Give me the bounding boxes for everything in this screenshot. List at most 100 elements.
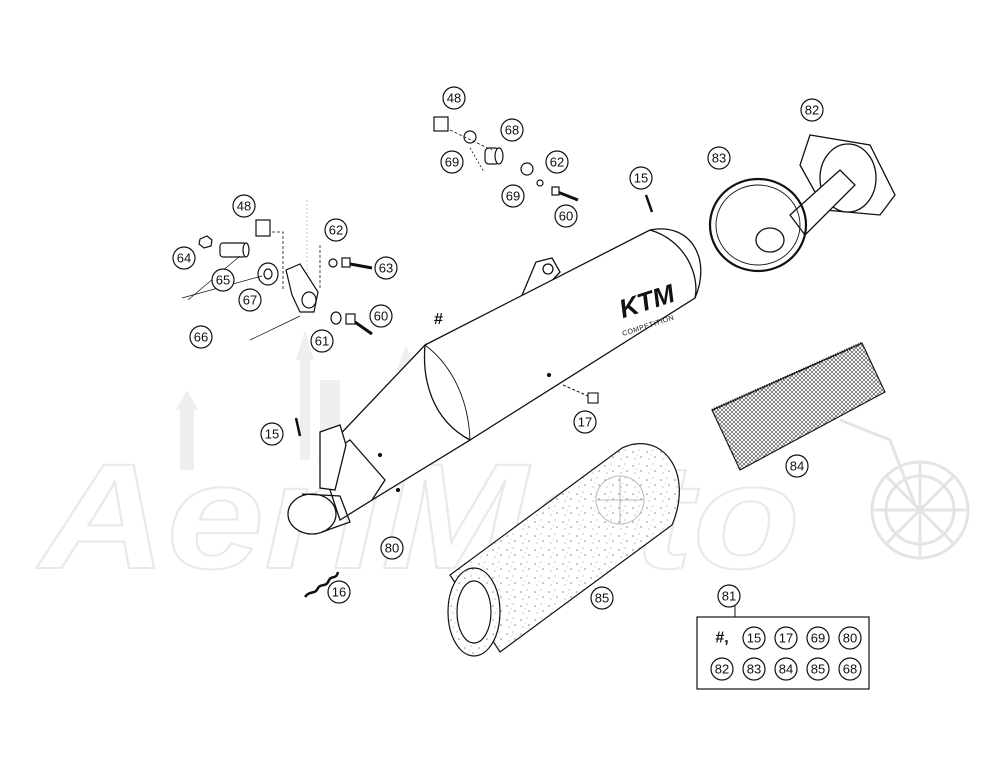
callout-label: 85 xyxy=(595,591,609,606)
kit-item-#: #, xyxy=(715,630,728,647)
callout-circle xyxy=(369,304,393,328)
kit-item-83: 83 xyxy=(742,657,766,681)
callout-label: 60 xyxy=(559,209,573,224)
kit-item-label: 17 xyxy=(779,631,793,646)
callout-69: 69 xyxy=(501,184,525,208)
callout-label: 61 xyxy=(315,334,329,349)
kit-item-label: 15 xyxy=(747,631,761,646)
callout-circle xyxy=(717,584,741,608)
kit-item-label: 80 xyxy=(843,631,857,646)
kit-item-label: 82 xyxy=(715,662,729,677)
main-muffler-hash-label: # xyxy=(434,311,443,328)
callout-label: 48 xyxy=(447,91,461,106)
callout-circle xyxy=(232,194,256,218)
callout-label: 15 xyxy=(634,171,648,186)
mount-hardware-upper xyxy=(433,116,579,202)
callout-label: 83 xyxy=(712,151,726,166)
callout-circle xyxy=(327,580,351,604)
callout-64: 64 xyxy=(172,246,196,270)
kit-item-label: 68 xyxy=(843,662,857,677)
kit-item-circle xyxy=(774,657,798,681)
callout-67: 67 xyxy=(238,288,262,312)
callout-circle xyxy=(800,98,824,122)
callout-circle xyxy=(380,536,404,560)
callout-circle xyxy=(211,268,235,292)
callout-label: 62 xyxy=(550,155,564,170)
kit-item-circle xyxy=(838,626,862,650)
callout-60: 60 xyxy=(369,304,393,328)
callout-label: 17 xyxy=(578,415,592,430)
callout-circle xyxy=(238,288,262,312)
callout-group: 48 68 69 62 69 60 15 82 83 48 62 64 63 65 67 60 66 61 17 15… xyxy=(172,86,824,610)
callout-circle xyxy=(310,329,334,353)
callout-83: 83 xyxy=(707,146,731,170)
callout-label: 69 xyxy=(445,155,459,170)
callout-16: 16 xyxy=(327,580,351,604)
callout-label: 69 xyxy=(506,189,520,204)
callout-label: 62 xyxy=(329,223,343,238)
muffler-body xyxy=(287,228,702,535)
callout-circle xyxy=(629,166,653,190)
callout-circle xyxy=(785,454,809,478)
callout-label: 84 xyxy=(790,459,804,474)
callout-label: 67 xyxy=(243,293,257,308)
callout-circle xyxy=(374,256,398,280)
callout-circle xyxy=(189,325,213,349)
callout-48: 48 xyxy=(232,194,256,218)
callout-66: 66 xyxy=(189,325,213,349)
callout-62: 62 xyxy=(324,218,348,242)
mount-hardware-left xyxy=(181,200,373,341)
callout-circle xyxy=(573,410,597,434)
kit-item-circle xyxy=(774,626,798,650)
callout-circle xyxy=(590,586,614,610)
callout-63: 63 xyxy=(374,256,398,280)
callout-69: 69 xyxy=(440,150,464,174)
callout-60: 60 xyxy=(554,204,578,228)
end-cap-assembly xyxy=(708,134,896,273)
callout-65: 65 xyxy=(211,268,235,292)
callout-80: 80 xyxy=(380,536,404,560)
kit-item-label: #, xyxy=(715,630,728,647)
kit-item-circle xyxy=(742,657,766,681)
kit-item-circle xyxy=(742,626,766,650)
kit-item-69: 69 xyxy=(806,626,830,650)
callout-label: 65 xyxy=(216,273,230,288)
packing-foam-tube xyxy=(447,443,680,657)
callout-circle xyxy=(440,150,464,174)
kit-item-circle xyxy=(710,657,734,681)
callout-48: 48 xyxy=(442,86,466,110)
callout-label: 48 xyxy=(237,199,251,214)
kit-item-label: 83 xyxy=(747,662,761,677)
callout-label: 82 xyxy=(805,103,819,118)
callout-15: 15 xyxy=(260,422,284,446)
kit-item-label: 69 xyxy=(811,631,825,646)
callout-68: 68 xyxy=(500,118,524,142)
callout-label: 68 xyxy=(505,123,519,138)
callout-circle xyxy=(501,184,525,208)
kit-item-label: 85 xyxy=(811,662,825,677)
small-parts xyxy=(294,194,654,598)
kit-item-85: 85 xyxy=(806,657,830,681)
callout-label: 81 xyxy=(722,589,736,604)
kit-item-circle xyxy=(838,657,862,681)
callout-label: 66 xyxy=(194,330,208,345)
kit-item-82: 82 xyxy=(710,657,734,681)
callout-82: 82 xyxy=(800,98,824,122)
steel-wool-packing xyxy=(711,341,886,471)
callout-62: 62 xyxy=(545,150,569,174)
callout-label: 80 xyxy=(385,541,399,556)
callout-label: 64 xyxy=(177,251,191,266)
callout-circle xyxy=(554,204,578,228)
callout-61: 61 xyxy=(310,329,334,353)
kit-item-68: 68 xyxy=(838,657,862,681)
callout-84: 84 xyxy=(785,454,809,478)
callout-17: 17 xyxy=(573,410,597,434)
watermark-motorcycle-icon xyxy=(839,418,970,560)
callout-81: 81 xyxy=(717,584,741,608)
callout-85: 85 xyxy=(590,586,614,610)
callout-circle xyxy=(442,86,466,110)
callout-label: 16 xyxy=(332,585,346,600)
